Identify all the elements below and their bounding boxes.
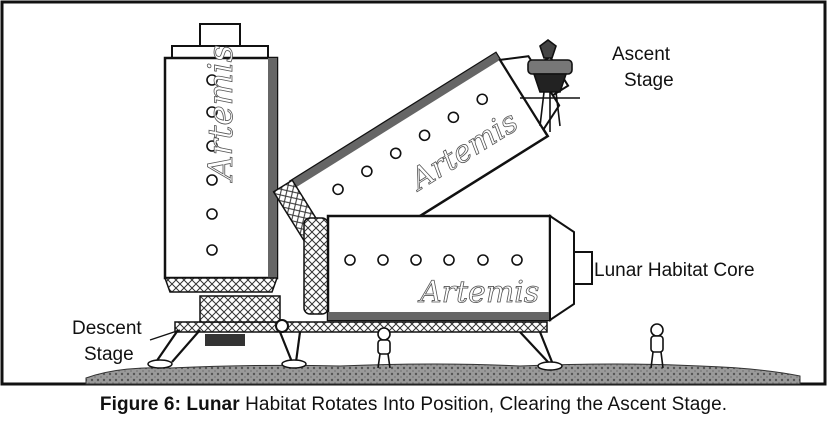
descent-stage-label-line1: Descent bbox=[72, 318, 142, 339]
ascent-stage-label-line1: Ascent bbox=[612, 44, 671, 65]
lunar-surface bbox=[85, 363, 801, 385]
lunar-habitat-diagram: Artemis Artemis Artemis bbox=[0, 0, 827, 386]
upright-module: Artemis bbox=[163, 23, 279, 293]
caption-lead-word: Lunar bbox=[186, 394, 240, 415]
habitat-core-label: Lunar Habitat Core bbox=[594, 260, 755, 281]
upright-module-brand: Artemis bbox=[201, 45, 241, 183]
caption-text: Habitat Rotates Into Position, Clearing … bbox=[245, 394, 728, 415]
caption-figure-number: Figure 6: bbox=[99, 394, 182, 415]
figure-caption: Figure 6: Lunar Habitat Rotates Into Pos… bbox=[0, 394, 827, 416]
astronaut-figure bbox=[650, 323, 664, 369]
astronaut-figure bbox=[377, 327, 391, 369]
ascent-stage-label-line2: Stage bbox=[624, 70, 674, 91]
descent-stage-platform bbox=[147, 295, 563, 371]
habitat-core-module: Artemis bbox=[303, 214, 593, 322]
horizontal-module-brand: Artemis bbox=[417, 275, 539, 310]
descent-stage-label-line2: Stage bbox=[84, 344, 134, 365]
ascent-stage-craft bbox=[520, 39, 580, 132]
descent-leader-line bbox=[149, 329, 181, 341]
